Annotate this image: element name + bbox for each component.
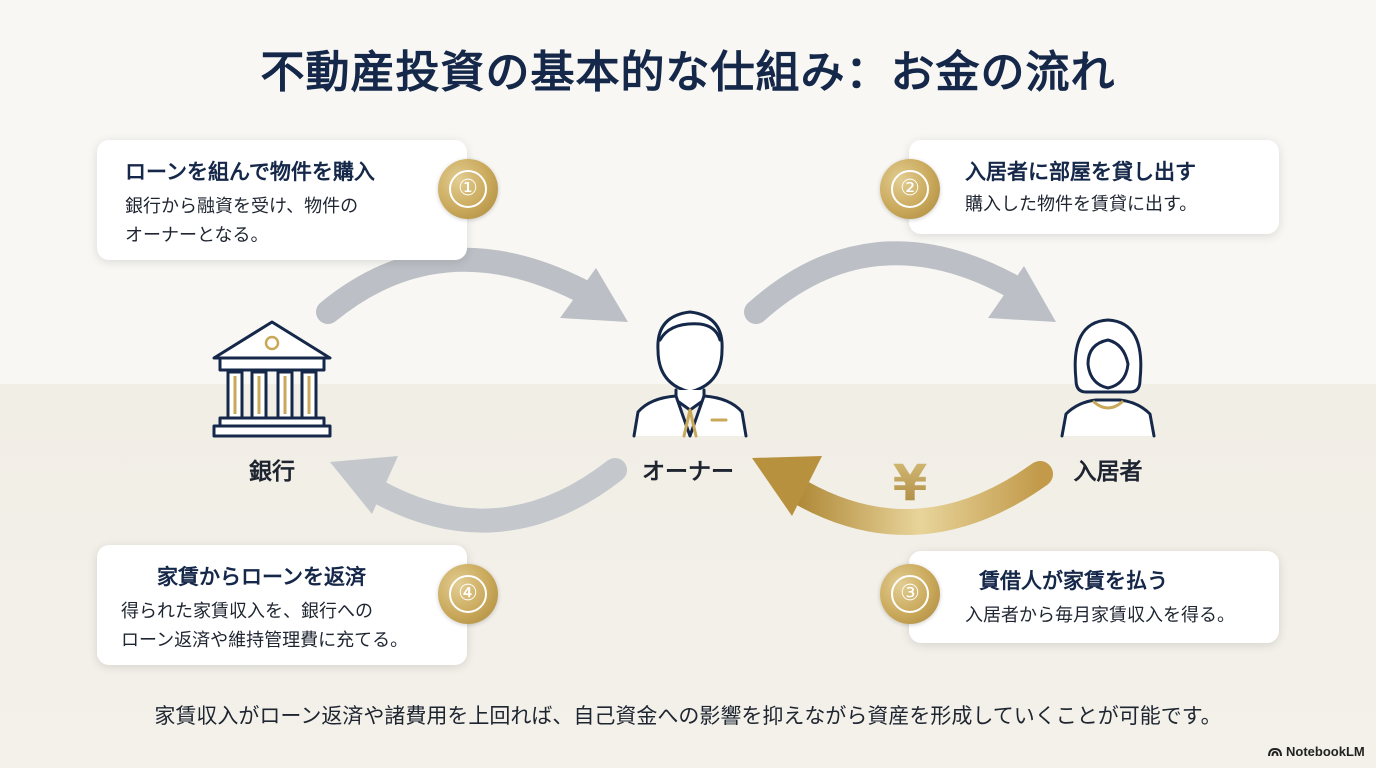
arrow-bank-to-owner [316,247,628,324]
step-4-desc-line2: ローン返済や維持管理費に充てる。 [121,630,409,651]
step-2-title: 入居者に部屋を貸し出す [965,160,1196,184]
step-card-3: 賃借人が家賃を払う 入居者から毎月家賃収入を得る。 [909,551,1279,643]
step-2-desc-line1: 購入した物件を賃貸に出す。 [965,194,1198,215]
page-title: 不動産投資の基本的な仕組み：お金の流れ [260,47,1116,98]
step-4-number: ④ [449,575,487,613]
step-1-desc-line2: オーナーとなる。 [125,225,269,246]
step-4-title: 家賃からローンを返済 [157,565,366,589]
step-3-desc-line1: 入居者から毎月家賃収入を得る。 [965,605,1235,626]
step-4-desc-line1: 得られた家賃収入を、銀行への [121,601,373,622]
step-1-number: ① [449,170,487,208]
bank-icon [212,320,332,438]
step-2-badge: ② [880,159,940,219]
step-1-title: ローンを組んで物件を購入 [125,160,375,184]
step-card-2: 入居者に部屋を貸し出す 購入した物件を賃貸に出す。 [909,140,1279,234]
step-4-badge: ④ [438,564,498,624]
step-2-number: ② [891,170,929,208]
step-card-4: 家賃からローンを返済 得られた家賃収入を、銀行への ローン返済や維持管理費に充て… [97,545,467,665]
step-1-desc-line1: 銀行から融資を受け、物件の [125,196,359,217]
owner-label: オーナー [642,459,734,485]
footnote: 家賃収入がローン返済や諸費用を上回れば、自己資金への影響を抑えながら資産を形成し… [154,704,1222,728]
yen-symbol: ¥ [893,454,928,512]
owner-icon [632,310,748,438]
bank-label: 銀行 [249,459,295,485]
step-card-1: ローンを組んで物件を購入 銀行から融資を受け、物件の オーナーとなる。 [97,140,467,260]
step-1-badge: ① [438,159,498,219]
step-3-badge: ③ [880,564,940,624]
brand-label: NotebookLM [1286,744,1365,759]
tenant-label: 入居者 [1073,459,1143,485]
arrow-tenant-to-owner [752,456,1053,535]
arrow-owner-to-bank [330,456,627,533]
tenant-icon [1060,318,1156,438]
step-3-title: 賃借人が家賃を払う [979,569,1168,593]
brand-mark: NotebookLM [1268,744,1365,759]
arrow-owner-to-tenant [744,241,1056,324]
notebooklm-logo-icon [1268,748,1282,757]
step-3-number: ③ [891,575,929,613]
